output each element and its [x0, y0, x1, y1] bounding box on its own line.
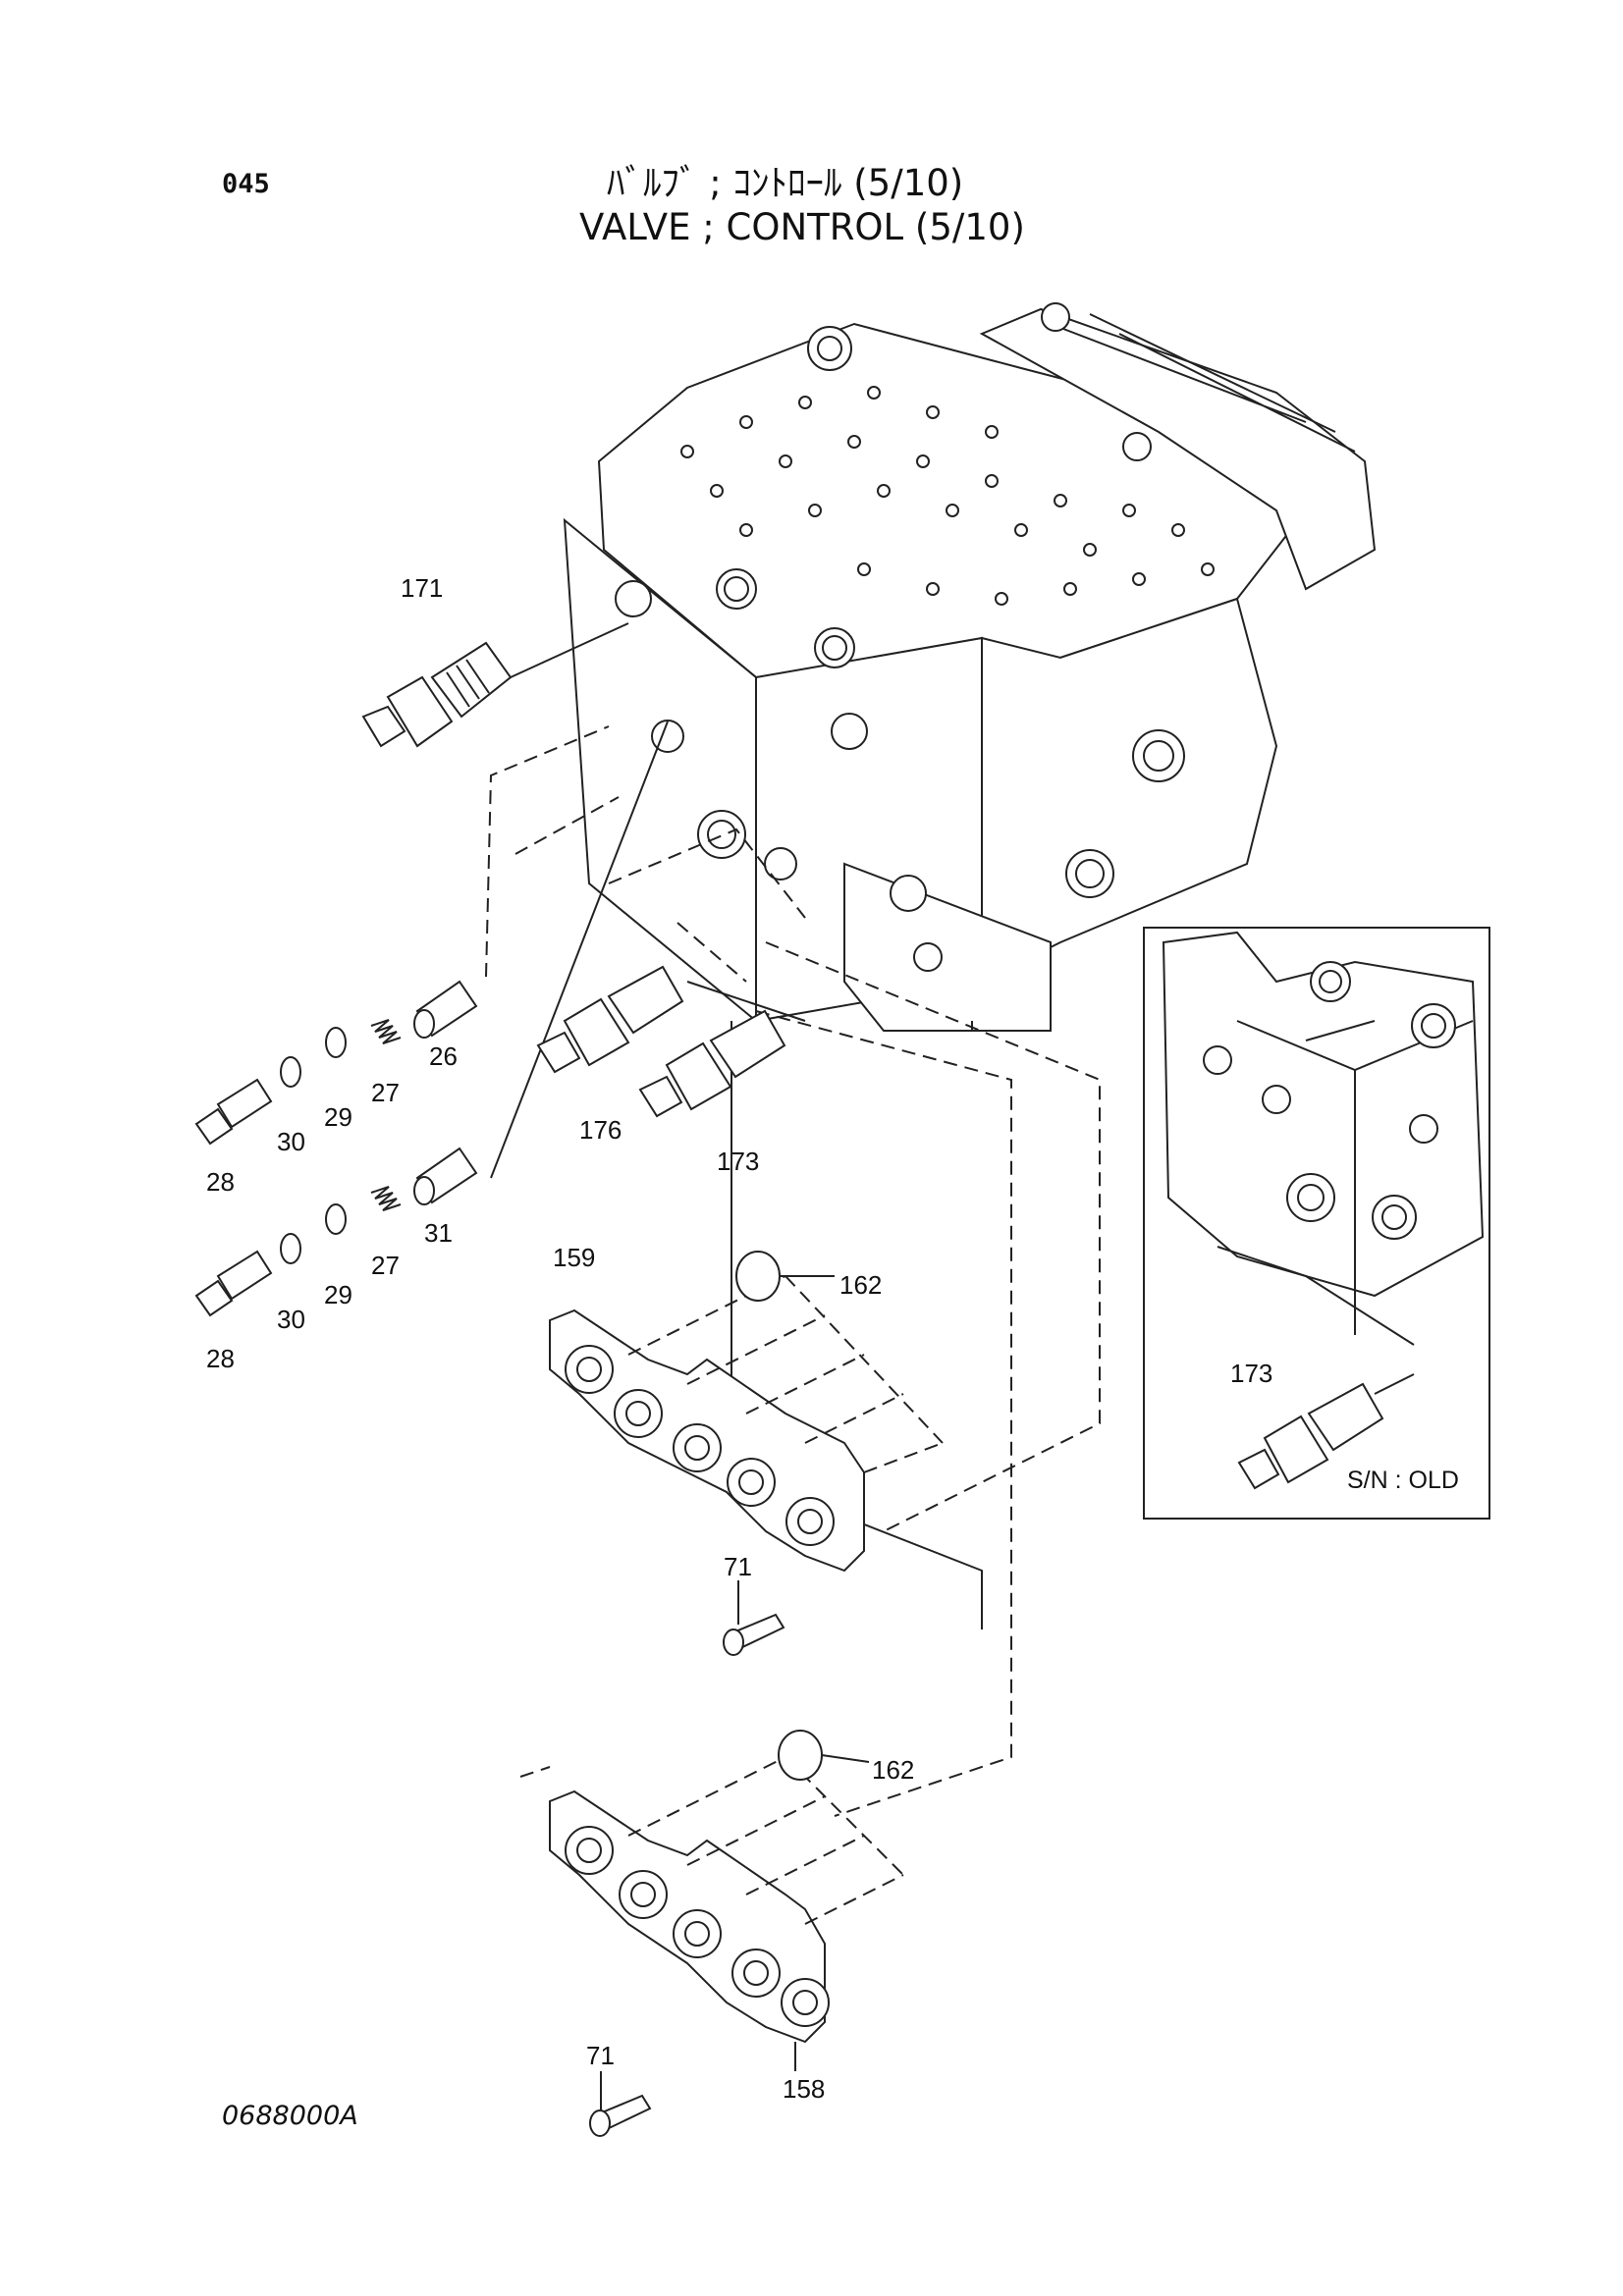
- part-71-bolt-lower: [589, 2071, 652, 2137]
- part-28-plug-lower: [194, 1250, 273, 1317]
- callout-29-lower: 29: [324, 1280, 352, 1309]
- part-27-spring-lower: [370, 1186, 402, 1211]
- callout-158: 158: [783, 2074, 825, 2104]
- part-158-manifold: [549, 1756, 904, 2071]
- page-number: 045: [222, 169, 270, 199]
- callout-176: 176: [579, 1115, 622, 1145]
- part-71-bolt-upper: [723, 1580, 785, 1656]
- part-26-piston: [413, 980, 478, 1039]
- control-valve-body: [563, 302, 1377, 1032]
- part-30-o-ring-lower: [280, 1233, 301, 1264]
- part-162-o-ring-upper: [735, 1251, 835, 1302]
- callout-173: 173: [717, 1147, 759, 1176]
- callout-28-upper: 28: [206, 1167, 235, 1197]
- callout-28-lower: 28: [206, 1344, 235, 1373]
- part-30-o-ring-upper: [280, 1056, 301, 1088]
- part-28-plug-upper: [194, 1078, 273, 1146]
- inset-callout-173: 173: [1230, 1359, 1272, 1388]
- callout-159: 159: [553, 1243, 595, 1272]
- callout-26: 26: [429, 1041, 458, 1071]
- callout-71-lower: 71: [586, 2041, 615, 2070]
- part-176-valve: [536, 965, 684, 1074]
- callout-31: 31: [424, 1218, 453, 1248]
- part-162-o-ring-lower: [778, 1730, 870, 1781]
- inset-detail-drawing: [1162, 931, 1485, 1490]
- part-29-o-ring-upper: [325, 1027, 347, 1058]
- callout-30-lower: 30: [277, 1305, 305, 1334]
- callout-162-upper: 162: [839, 1270, 882, 1300]
- drawing-code: 0688000A: [222, 2101, 358, 2131]
- title-english: VALVE ; CONTROL (5/10): [579, 206, 1025, 248]
- inset-frame: [1143, 927, 1490, 1520]
- inset-serial-note: S/N : OLD: [1347, 1467, 1459, 1494]
- part-159-manifold: [549, 1275, 944, 1573]
- part-27-spring-upper: [370, 1019, 402, 1044]
- part-171-relief-valve: [361, 641, 513, 748]
- callout-30-upper: 30: [277, 1127, 305, 1156]
- callout-labels: 171 26 27 29 30 28 31 27 29 30 28 176 17…: [206, 573, 1272, 2104]
- callout-29-upper: 29: [324, 1102, 352, 1132]
- callout-27-lower: 27: [371, 1251, 400, 1280]
- callout-162-lower: 162: [872, 1755, 914, 1785]
- title-japanese: ﾊﾞﾙﾌﾞ ; ｺﾝﾄﾛｰﾙ (5/10): [607, 162, 964, 204]
- part-31-piston: [413, 1147, 478, 1205]
- part-173-valve: [638, 1009, 786, 1118]
- callout-171: 171: [401, 573, 443, 603]
- part-29-o-ring-lower: [325, 1203, 347, 1235]
- callout-71-upper: 71: [724, 1552, 752, 1581]
- callout-27-upper: 27: [371, 1078, 400, 1107]
